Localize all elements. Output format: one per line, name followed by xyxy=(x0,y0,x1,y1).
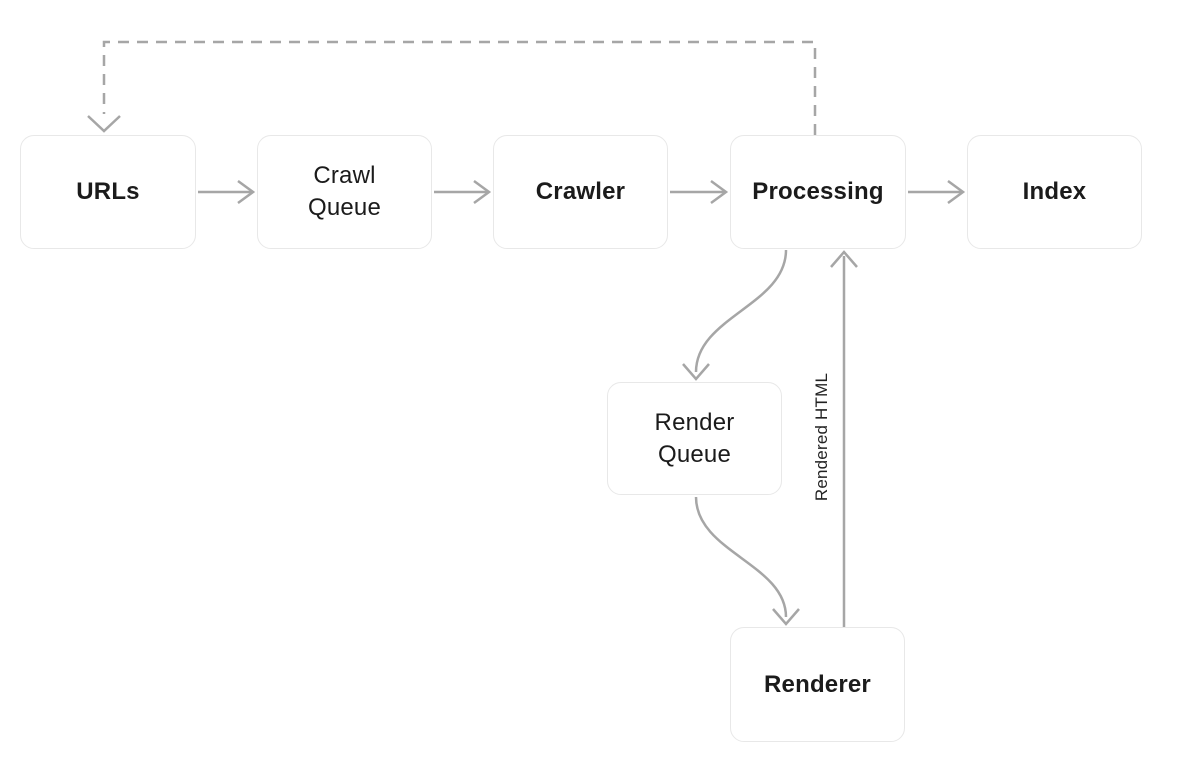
node-processing-label: Processing xyxy=(752,178,884,206)
node-render-queue-label: Render Queue xyxy=(654,408,735,468)
node-crawl-queue: Crawl Queue xyxy=(257,135,432,249)
arrow-processing-to-urls-dashed xyxy=(87,40,817,135)
node-index-label: Index xyxy=(1022,178,1087,206)
node-renderer-label: Renderer xyxy=(764,670,871,698)
arrow-processing-to-index xyxy=(908,179,966,205)
node-render-queue: Render Queue xyxy=(607,382,782,495)
arrow-crawl-queue-to-crawler xyxy=(434,179,492,205)
node-urls: URLs xyxy=(20,135,196,249)
node-urls-label: URLs xyxy=(76,178,140,206)
arrow-render-queue-to-renderer xyxy=(694,496,800,626)
node-crawler-label: Crawler xyxy=(535,178,626,206)
arrow-renderer-to-processing xyxy=(830,250,858,627)
arrow-processing-to-render-queue xyxy=(682,249,788,381)
node-processing: Processing xyxy=(730,135,906,249)
arrow-urls-to-crawl-queue xyxy=(198,179,256,205)
node-renderer: Renderer xyxy=(730,627,905,742)
node-crawler: Crawler xyxy=(493,135,668,249)
arrow-crawler-to-processing xyxy=(670,179,729,205)
node-crawl-queue-label: Crawl Queue xyxy=(307,162,382,221)
node-index: Index xyxy=(967,135,1142,249)
edge-label-rendered-html: Rendered HTML xyxy=(812,372,831,502)
